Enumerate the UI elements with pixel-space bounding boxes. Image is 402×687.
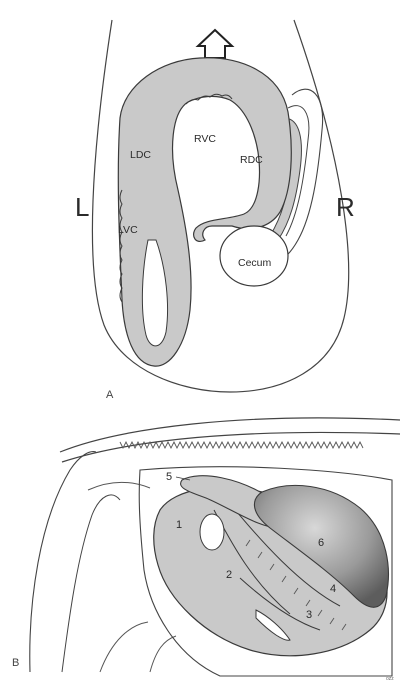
pelvic-flexure (200, 514, 224, 550)
rib-line (88, 482, 150, 490)
right-side-label: R (336, 192, 355, 222)
label-1: 1 (176, 519, 182, 531)
rdc-label: RDC (240, 154, 263, 166)
forelimb-outline (30, 452, 96, 672)
label-4: 4 (330, 583, 336, 595)
vertebral-processes (120, 442, 363, 448)
panel-a: L R LDC RVC RDC LVC Cecum A (75, 20, 355, 401)
cecum-label: Cecum (238, 257, 272, 269)
left-side-label: L (75, 192, 89, 222)
rvc-label: RVC (194, 133, 216, 145)
label-5: 5 (166, 471, 172, 483)
panel-b: 1 2 3 4 5 6 B ozz (12, 418, 400, 682)
panel-b-label: B (12, 657, 19, 669)
scapula-outline (62, 495, 120, 672)
label-2: 2 (226, 569, 232, 581)
ldc-label: LDC (130, 149, 151, 161)
illustrator-signature: ozz (386, 676, 394, 682)
lvc-label: LVC (118, 224, 138, 236)
elbow-line (100, 622, 176, 672)
cecum (220, 226, 288, 286)
panel-a-label: A (106, 389, 114, 401)
up-arrow-icon (198, 30, 232, 58)
label-6: 6 (318, 537, 324, 549)
label-3: 3 (306, 609, 312, 621)
